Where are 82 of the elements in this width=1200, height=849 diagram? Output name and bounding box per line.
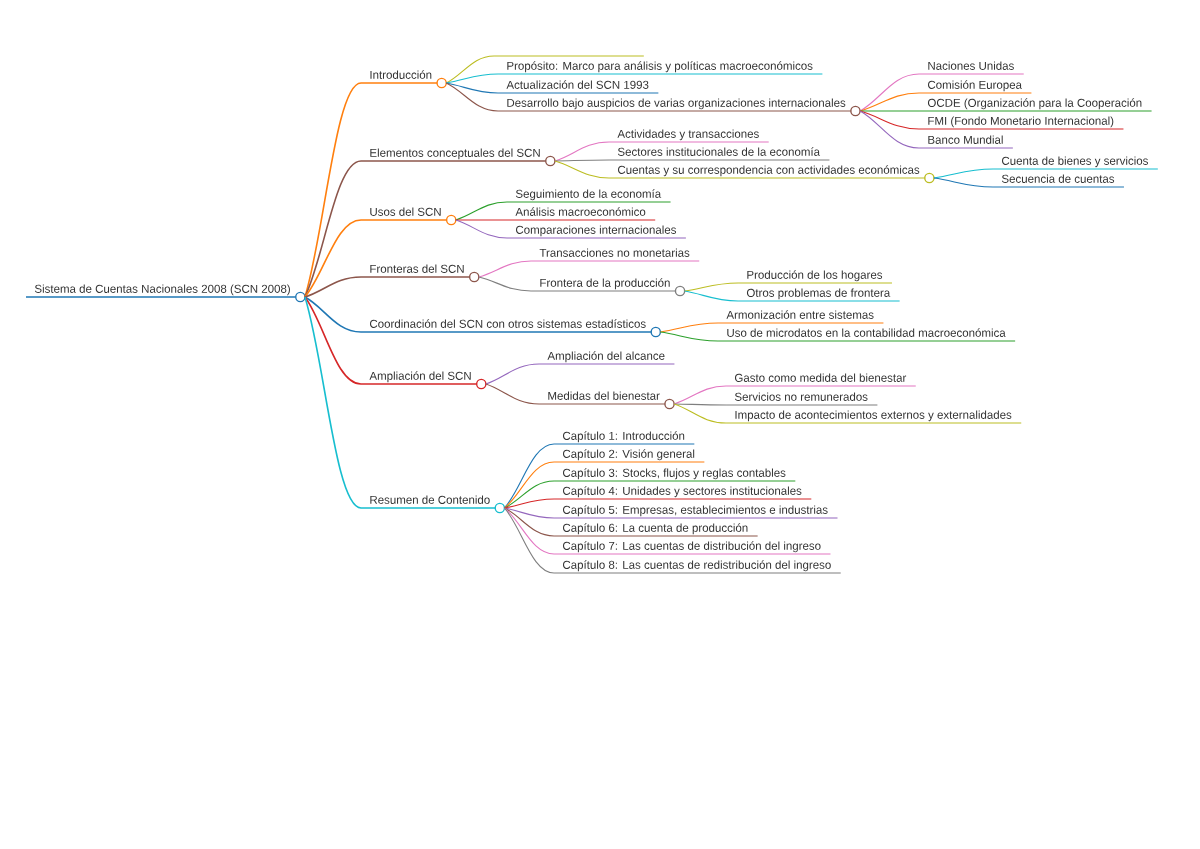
branch-connector [503,480,555,509]
branch-connector [455,201,508,221]
mindmap-topic: Ampliación del SCN [360,371,478,385]
mindmap-topic: Producción de los hogares [737,270,893,284]
mindmap-topic: Actualización del SCN 1993 [497,80,659,94]
branch-connector [485,383,540,405]
mindmap-topic: Sectores institucionales de la economía [608,147,830,161]
mindmap-topic: Seguimiento de la economía [506,189,672,203]
mindmap-topic: Armonización entre sistemas [717,310,884,324]
mindmap-topic: Uso de microdatos en la contabilidad macroeconómica [717,328,1016,342]
mindmap-topic: Naciones Unidas [918,61,1025,75]
branch-connector [673,403,727,406]
branch-connector [933,168,994,179]
mindmap-topic: Banco Mundial [918,135,1014,149]
mindmap-topic: Impacto de acontecimientos externos y externalidades [725,410,1022,424]
branch-connector [304,276,362,298]
mindmap-topic: Resumen de Contenido [360,495,497,509]
branch-connector [455,219,508,221]
branch-connector [659,331,719,342]
mindmap-topic: Medidas del bienestar [538,391,666,405]
blank-branch-line [493,55,645,57]
mindmap-topic: Elementos conceptuales del SCN [360,148,547,162]
branch-connector [659,322,719,333]
mindmap-topic: Ampliación del alcance [538,351,675,365]
mindmap-topic: Transacciones no monetarias [530,248,700,262]
branch-connector [673,403,727,424]
central-topic: Sistema de Cuentas Nacionales 2008 (SCN 2008) [25,284,297,298]
mindmap-topic: Capítulo 1: Introducción [553,431,695,445]
branch-connector [503,507,555,555]
mindmap-topic: Cuentas y su correspondencia con actividades económicas [608,165,926,179]
mindmap-topic: Gasto como medida del bienestar [725,373,917,387]
branch-connector [445,73,499,84]
branch-connector [684,282,739,292]
branch-connector [684,290,739,302]
mindmap-topic: Desarrollo bajo auspicios de varias organizaciones internacionales [497,98,852,112]
mindmap-topic: Propósito: Marco para análisis y políticas macroeconómicos [497,61,823,75]
mindmap-topic: Comparaciones internacionales [506,225,687,239]
branch-connector [478,276,532,292]
branch-connector [859,110,920,112]
mindmap-topic: Capítulo 4: Unidades y sectores institucionales [553,486,812,500]
branch-connector [445,82,499,112]
branch-connector [673,385,727,405]
branch-connector [503,461,555,509]
branch-connector [859,110,920,149]
branch-connector [859,73,920,112]
mindmap-topic: Secuencia de cuentas [992,174,1125,188]
branch-connector [503,507,555,537]
branch-connector [554,159,610,162]
mindmap-topic: Comisión Europea [918,80,1032,94]
branch-connector [304,296,362,333]
branch-connector [304,296,362,509]
mindmap-topic: Capítulo 8: Las cuentas de redistribución del ingreso [553,560,842,574]
mindmap-topic: Análisis macroeconómico [506,207,656,221]
mindmap-topic: Coordinación del SCN con otros sistemas estadísticos [360,319,652,333]
branch-connector [445,55,495,84]
mindmap-topic: Capítulo 3: Stocks, flujos y reglas contables [553,468,796,482]
mindmap-topic: Capítulo 7: Las cuentas de distribución del ingreso [553,541,832,555]
mindmap-topic: Frontera de la producción [530,278,676,292]
mindmap-topic: Servicios no remunerados [725,392,878,406]
branch-connector [485,363,540,385]
mindmap-topic: Actividades y transacciones [608,129,770,143]
mindmap-topic: Introducción [360,70,438,84]
mindmap-topic: Capítulo 5: Empresas, establecimientos e industrias [553,505,839,519]
mindmap-topic: Capítulo 6: La cuenta de producción [553,523,759,537]
mindmap-topic: Otros problemas de frontera [737,288,901,302]
branch-connector [554,160,610,179]
branch-connector [304,296,362,385]
mindmap-topic: OCDE (Organización para la Cooperación [918,98,1153,112]
mindmap-topic: Fronteras del SCN [360,264,471,278]
branch-connector [503,507,555,574]
mindmap-topic: Cuenta de bienes y servicios [992,156,1159,170]
mindmap-topic: FMI (Fondo Monetario Internacional) [918,116,1124,130]
branch-connector [478,260,532,278]
branch-connector [304,219,362,298]
branch-connector [455,219,508,239]
branch-connector [859,110,920,130]
branch-connector [503,498,555,509]
branch-connector [933,177,994,188]
branch-connector [554,141,610,162]
mindmap-topic: Capítulo 2: Visión general [553,449,705,463]
branch-connector [304,160,362,298]
mindmap-topic: Usos del SCN [360,207,448,221]
